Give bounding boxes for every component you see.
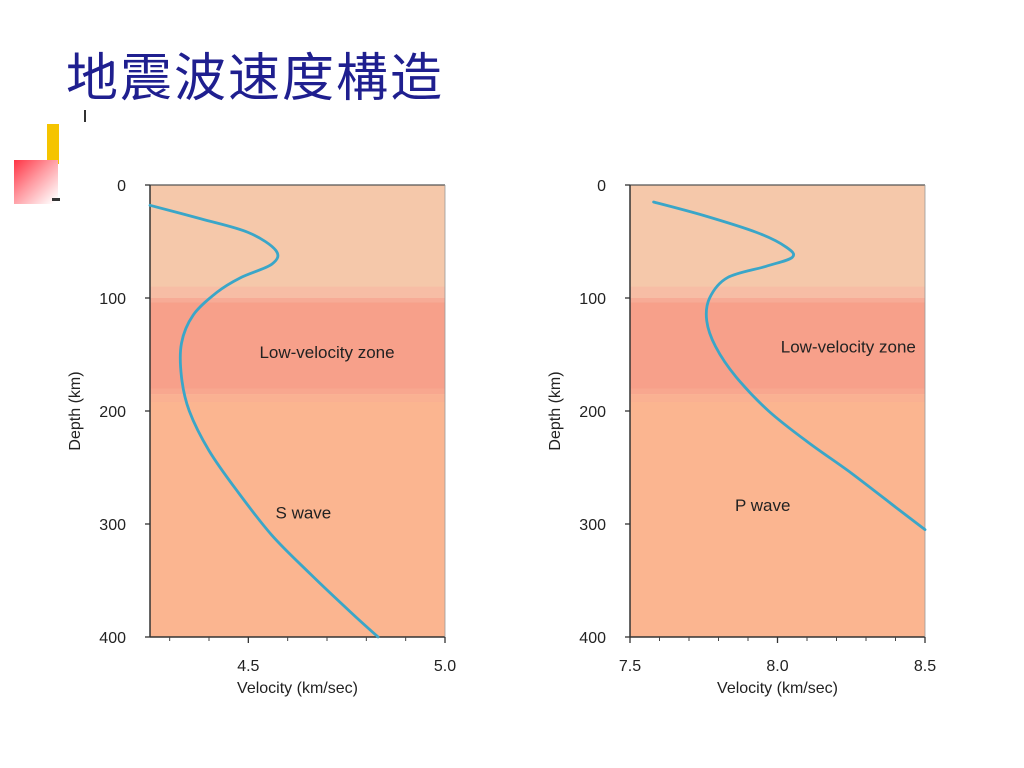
s-wave-x-axis-label: Velocity (km/sec) [237,680,358,697]
p-wave-y-tick-label-100: 100 [579,291,606,308]
p-wave-x-axis-label: Velocity (km/sec) [717,680,838,697]
p-wave-velocity-curve-0 [652,200,927,531]
p-wave-zone-2 [630,394,925,637]
p-wave-zone-transition-0 [630,286,925,303]
s-wave-zone-label-1: Low-velocity zone [259,343,394,362]
p-wave-y-tick-label-200: 200 [579,404,606,421]
p-wave-zone-label-1: Low-velocity zone [781,338,916,357]
s-wave-zone-0 [150,185,445,298]
s-wave-zone-1 [150,298,445,395]
s-wave-zone-transition-0 [150,286,445,303]
bullet-gradient-square [14,160,58,204]
p-wave-zone-1 [630,298,925,395]
p-wave-y-tick-label-0: 0 [597,178,606,195]
p-wave-x-tick-label-7.5: 7.5 [619,658,641,675]
bullet-tick-mark [84,110,86,122]
s-wave-x-tick-label-5: 5.0 [434,658,456,675]
p-wave-x-tick-label-8.5: 8.5 [914,658,936,675]
s-wave-annotation-0: S wave [276,504,332,523]
slide-title: 地震波速度構造 [66,49,445,109]
s-wave-y-tick-label-300: 300 [99,517,126,534]
s-wave-velocity-curve-0 [148,203,380,639]
p-wave-zone-transition-1 [630,388,925,402]
bullet-accent-bar [47,124,59,164]
p-wave-y-tick-label-400: 400 [579,630,606,647]
p-wave-y-axis-label: Depth (km) [547,371,564,450]
s-wave-x-tick-label-4.5: 4.5 [237,658,259,675]
bullet-dash-mark [52,198,60,201]
p-wave-y-tick-label-300: 300 [579,517,606,534]
p-wave-annotation-0: P wave [735,496,790,515]
s-wave-y-axis-label: Depth (km) [67,371,84,450]
s-wave-y-tick-label-100: 100 [99,291,126,308]
s-wave-y-tick-label-200: 200 [99,404,126,421]
s-wave-y-tick-label-0: 0 [117,178,126,195]
p-wave-x-tick-label-8: 8.0 [766,658,788,675]
s-wave-zone-transition-1 [150,388,445,402]
s-wave-y-tick-label-400: 400 [99,630,126,647]
